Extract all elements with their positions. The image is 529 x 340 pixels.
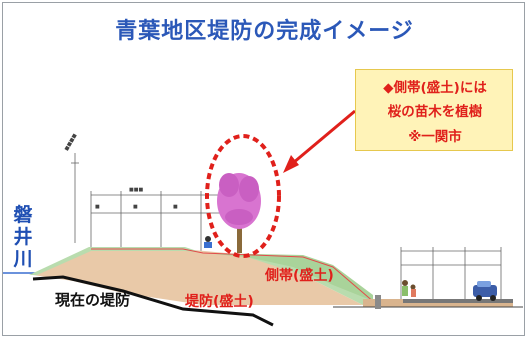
- dimension-lines-right: [400, 247, 502, 303]
- diagram-title: 青葉地区堤防の完成イメージ: [115, 19, 414, 44]
- highlight-ellipse: [205, 134, 281, 258]
- current-levee-line: [32, 275, 274, 327]
- svg-text:■■■: ■■■: [129, 187, 143, 193]
- person-icon: [204, 236, 212, 248]
- levee-embankment-label: 堤防(盛土): [185, 294, 254, 310]
- current-levee-label: 現在の堤防: [55, 291, 131, 309]
- callout-line-2: 桜の苗木を植樹: [387, 104, 483, 120]
- cherry-tree-icon: [217, 173, 261, 253]
- river-label-char-3: 川: [13, 248, 33, 270]
- svg-text:■: ■: [133, 204, 138, 210]
- levee-embankment-body: [33, 249, 363, 305]
- svg-text:■■■■: ■■■■: [64, 132, 79, 152]
- road-surface: [403, 299, 513, 303]
- river-label-char-2: 井: [13, 226, 33, 248]
- pedestrian-icon: [402, 280, 416, 297]
- car-icon: [473, 281, 497, 301]
- diagram-frame: 青葉地区堤防の完成イメージ ■■■ ■■■ ■■■■: [2, 2, 525, 336]
- river-label-char-1: 磐: [13, 204, 33, 226]
- retaining-wall: [375, 295, 381, 309]
- design-outline: [91, 248, 376, 304]
- side-belt-area: [203, 253, 373, 301]
- side-belt-label: 側帯(盛土): [265, 268, 334, 284]
- callout-box: ◆側帯(盛土)には 桜の苗木を植樹 ※一関市: [355, 69, 513, 151]
- dimension-lines-left: [71, 153, 221, 255]
- callout-line-1: ◆側帯(盛土)には: [383, 80, 487, 96]
- callout-line-3: ※一関市: [408, 129, 462, 145]
- levee-illustration: ■■■ ■■■ ■■■■: [3, 109, 523, 327]
- svg-text:■: ■: [173, 204, 178, 210]
- svg-text:■: ■: [95, 204, 100, 210]
- callout-arrow: [283, 109, 356, 173]
